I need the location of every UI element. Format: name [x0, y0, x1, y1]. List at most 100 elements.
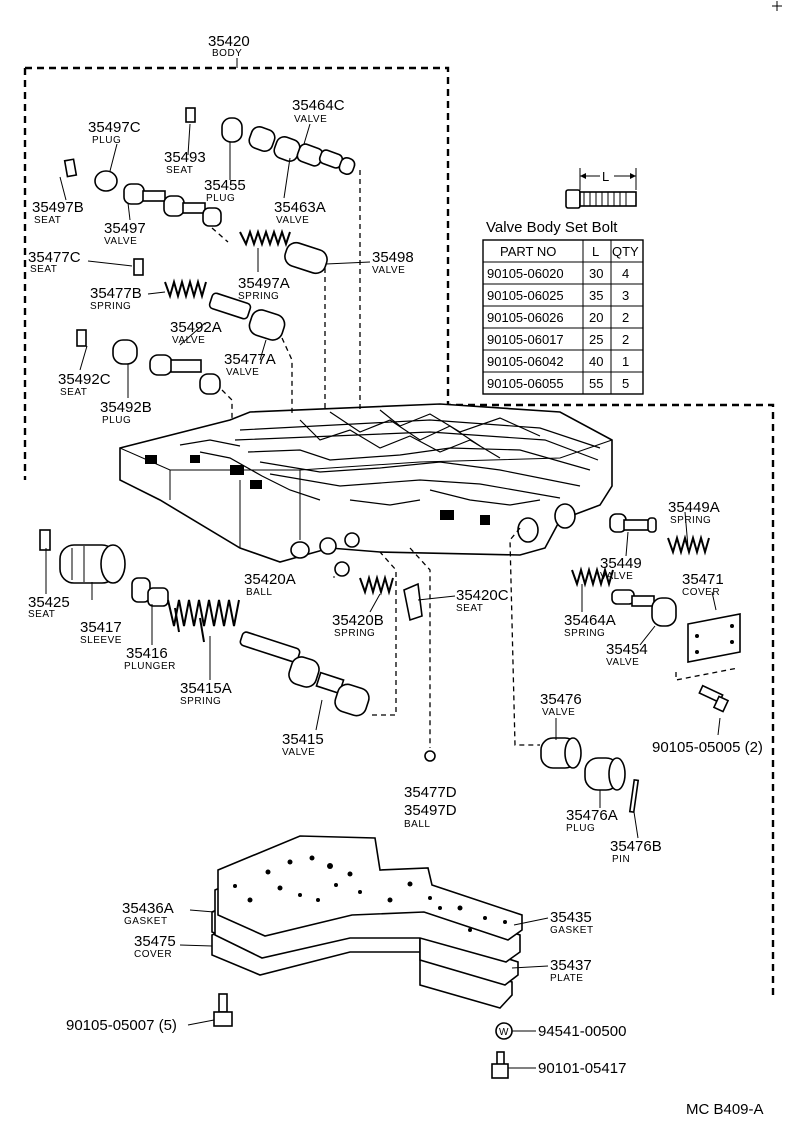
table-header-l: L: [592, 244, 599, 259]
svg-text:35415A: 35415A: [180, 680, 232, 697]
svg-text:25: 25: [589, 332, 603, 347]
part-35417-sleeve: [59, 544, 126, 584]
svg-text:VALVE: VALVE: [606, 657, 639, 668]
svg-text:35497D: 35497D: [404, 802, 457, 819]
svg-text:35476: 35476: [540, 691, 582, 708]
svg-text:L: L: [602, 169, 609, 184]
svg-text:SEAT: SEAT: [34, 215, 61, 226]
svg-text:35449A: 35449A: [668, 499, 720, 516]
part-35415-valve: [239, 631, 370, 717]
table-row: 90105-06042 40 1: [487, 354, 629, 369]
svg-text:35475: 35475: [134, 933, 176, 950]
part-35492B-plug-body: [112, 339, 138, 365]
svg-text:90105-06020: 90105-06020: [487, 266, 564, 281]
washer-label-94541-00500: 94541-00500: [538, 1023, 626, 1040]
svg-text:35477A: 35477A: [224, 351, 276, 368]
svg-text:BALL: BALL: [404, 819, 430, 830]
part-35476B-pin: [628, 778, 640, 814]
svg-text:4: 4: [622, 266, 629, 281]
bolt-label-90105-05007: 90105-05007 (5): [66, 1017, 177, 1034]
part-35454-valve: [611, 589, 677, 627]
svg-text:35476B: 35476B: [610, 838, 662, 855]
part-35464A-spring: [571, 566, 614, 588]
part-35492A-valve: [149, 354, 221, 395]
svg-text:VALVE: VALVE: [600, 571, 633, 582]
part-35420A-ball: [334, 561, 350, 577]
svg-text:35454: 35454: [606, 641, 648, 658]
bolt-table-title: Valve Body Set Bolt: [486, 219, 618, 236]
svg-text:PLUG: PLUG: [102, 415, 131, 426]
svg-text:35417: 35417: [80, 619, 122, 636]
svg-text:20: 20: [589, 310, 603, 325]
table-row: 90105-06055 55 5: [487, 376, 629, 391]
svg-text:35435: 35435: [550, 909, 592, 926]
svg-text:SPRING: SPRING: [564, 628, 605, 639]
svg-text:35420C: 35420C: [456, 587, 509, 604]
part-35493-seat: [185, 107, 196, 123]
svg-text:35425: 35425: [28, 594, 70, 611]
svg-text:3: 3: [622, 288, 629, 303]
svg-text:GASKET: GASKET: [124, 916, 168, 927]
svg-text:COVER: COVER: [682, 587, 720, 598]
svg-text:55: 55: [589, 376, 603, 391]
part-35477D-ball: [424, 750, 436, 762]
svg-text:SPRING: SPRING: [238, 291, 279, 302]
separator-plate-stack: [211, 835, 523, 1009]
svg-text:35492C: 35492C: [58, 371, 111, 388]
svg-text:COVER: COVER: [134, 949, 172, 960]
svg-text:35455: 35455: [204, 177, 246, 194]
svg-text:30: 30: [589, 266, 603, 281]
bolt-90101-05417-symbol: [491, 1051, 509, 1079]
table-header-qty: QTY: [612, 244, 639, 259]
svg-text:35464A: 35464A: [564, 612, 616, 629]
part-35498-valve: [284, 241, 328, 275]
svg-text:35497C: 35497C: [88, 119, 141, 136]
svg-text:SPRING: SPRING: [90, 301, 131, 312]
svg-text:2: 2: [622, 310, 629, 325]
svg-text:90105-06025: 90105-06025: [487, 288, 564, 303]
svg-text:35437: 35437: [550, 957, 592, 974]
svg-text:35420B: 35420B: [332, 612, 384, 629]
svg-text:35416: 35416: [126, 645, 168, 662]
svg-text:VALVE: VALVE: [276, 215, 309, 226]
svg-text:35477B: 35477B: [90, 285, 142, 302]
svg-text:35449: 35449: [600, 555, 642, 572]
svg-text:PLUG: PLUG: [92, 135, 121, 146]
washer-94541-00500-symbol: W: [495, 1022, 513, 1040]
svg-text:35498: 35498: [372, 249, 414, 266]
svg-text:35492B: 35492B: [100, 399, 152, 416]
bolt-label-90101-05417: 90101-05417: [538, 1060, 626, 1077]
svg-text:35497: 35497: [104, 220, 146, 237]
part-35416-plunger: [131, 577, 169, 607]
svg-text:35: 35: [589, 288, 603, 303]
part-35492C-seat: [76, 329, 87, 347]
part-35449A-spring: [667, 534, 710, 556]
svg-text:PLATE: PLATE: [550, 973, 583, 984]
part-35476-valve: [540, 737, 582, 769]
svg-text:PLUNGER: PLUNGER: [124, 661, 176, 672]
svg-text:GASKET: GASKET: [550, 925, 594, 936]
svg-text:SPRING: SPRING: [180, 696, 221, 707]
svg-text:35476A: 35476A: [566, 807, 618, 824]
svg-text:VALVE: VALVE: [282, 747, 315, 758]
bolt-90105-05007-symbol: [213, 993, 233, 1027]
part-35497B-seat: [63, 158, 78, 178]
svg-text:SEAT: SEAT: [60, 387, 87, 398]
svg-text:35463A: 35463A: [274, 199, 326, 216]
